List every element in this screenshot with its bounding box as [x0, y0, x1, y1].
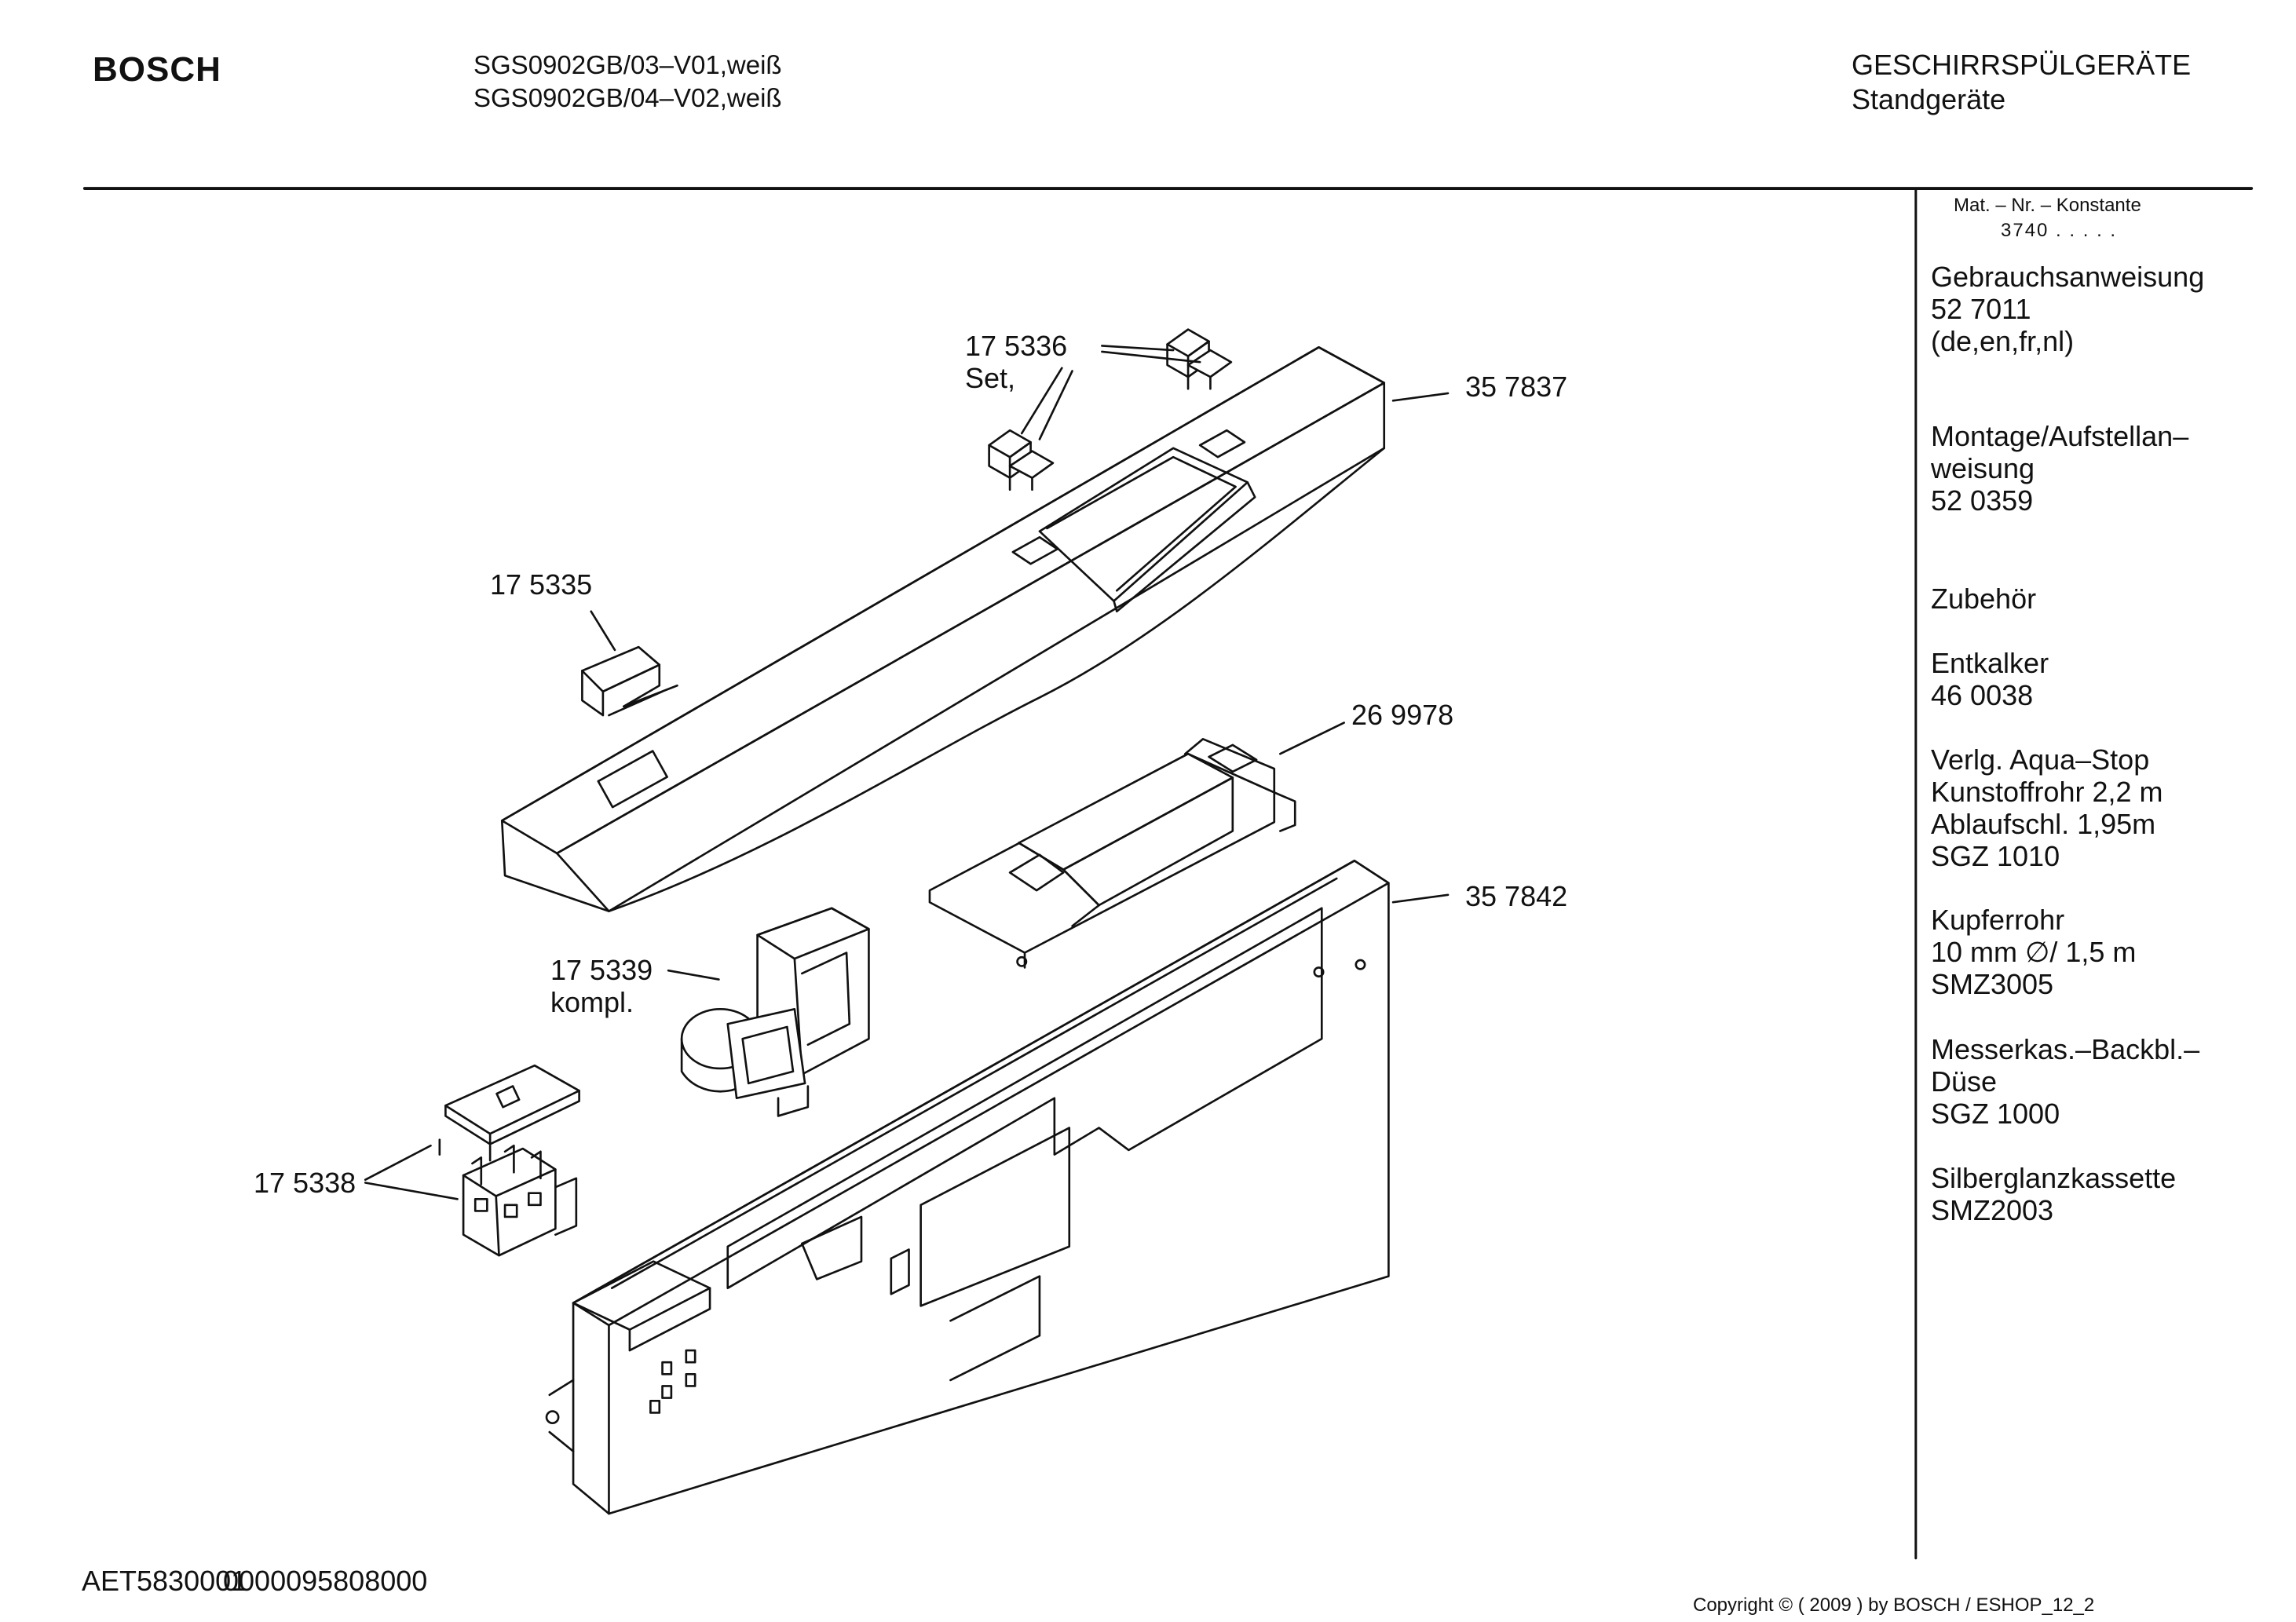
leader-175338-a [364, 1144, 432, 1182]
switch-175335 [581, 645, 678, 717]
leader-175336-a [1101, 345, 1175, 352]
category-title: GESCHIRRSPÜLGERÄTE [1852, 49, 2192, 81]
leader-269978 [1279, 721, 1345, 755]
material-value: 3740 . . . . . [2001, 220, 2118, 241]
leader-357842 [1391, 893, 1450, 904]
side-block-nozzle: Messerkas.–Backbl.– Düse SGZ 1000 [1931, 1033, 2200, 1130]
leader-357837 [1391, 392, 1450, 402]
leader-175339 [667, 969, 720, 981]
callout-175339: 17 5339 [550, 954, 653, 986]
leader-175336-b [1101, 350, 1201, 363]
drawing-id: AET5830001 [82, 1565, 247, 1597]
brand-logo: BOSCH [93, 50, 221, 89]
frame-357842 [545, 859, 1390, 1515]
material-label: Mat. – Nr. – Konstante [1954, 195, 2141, 216]
copyright: Copyright © ( 2009 ) by BOSCH / ESHOP_12… [1693, 1595, 2095, 1616]
side-block-accessories: Zubehör [1931, 583, 2037, 615]
side-block-manual: Gebrauchsanweisung 52 7011 (de,en,fr,nl) [1931, 261, 2205, 357]
side-block-descaler: Entkalker 46 0038 [1931, 647, 2049, 711]
control-panel-cover-357837 [500, 345, 1386, 912]
button-caps-175336 [988, 328, 1233, 491]
callout-175335: 17 5335 [490, 568, 593, 601]
model-number-1: SGS0902GB/03–V01,weiß [473, 50, 782, 79]
leader-175336-c [1038, 370, 1073, 440]
side-block-silver-cassette: Silberglanzkassette SMZ2003 [1931, 1162, 2177, 1226]
module-269978 [928, 738, 1296, 969]
callout-269978: 26 9978 [1351, 699, 1454, 731]
category-subtitle: Standgeräte [1852, 83, 2006, 115]
model-number-2: SGS0902GB/04–V02,weiß [473, 83, 782, 112]
callout-175336: 17 5336 [965, 330, 1068, 362]
dispenser-175339 [680, 907, 870, 1117]
side-block-copper-pipe: Kupferrohr 10 mm ∅/ 1,5 m SMZ3005 [1931, 904, 2137, 1000]
callout-175336-note: Set, [965, 362, 1016, 394]
leader-175335 [590, 610, 616, 652]
leader-175336-d [1020, 367, 1063, 435]
leader-175338-b [364, 1182, 459, 1200]
side-block-installation: Montage/Aufstellan– weisung 52 0359 [1931, 420, 2189, 517]
callout-357837: 35 7837 [1465, 371, 1568, 403]
slot-left [597, 750, 668, 809]
side-block-aquastop: Verlg. Aqua–Stop Kunstoffrohr 2,2 m Abla… [1931, 743, 2163, 872]
switch-bracket-175338 [438, 1064, 580, 1257]
callout-175338: 17 5338 [254, 1167, 356, 1199]
drawing-id-overprint: 0000095808000 [223, 1565, 428, 1597]
callout-175339-note: kompl. [550, 986, 634, 1018]
callout-357842: 35 7842 [1465, 880, 1568, 912]
